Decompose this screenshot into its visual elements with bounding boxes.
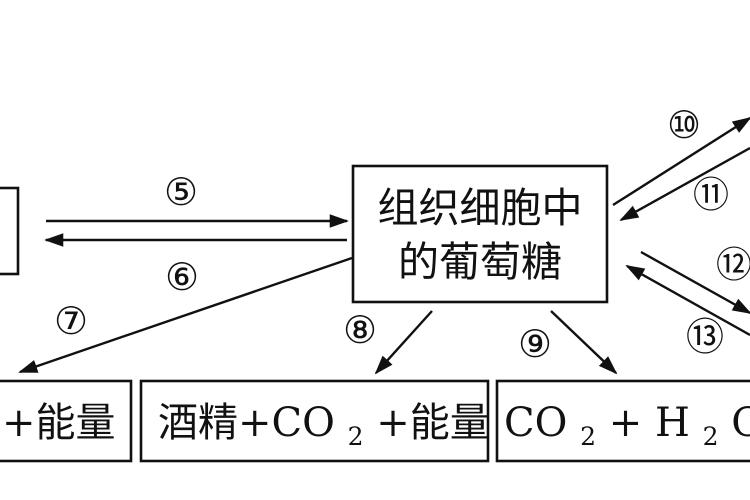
right-text-a: CO [504, 400, 567, 446]
arrow-11 [619, 146, 750, 222]
label-11: ⑪ [693, 175, 729, 216]
bottom-middle-box [139, 379, 490, 463]
arrow-7 [18, 256, 353, 374]
arrow-12 [640, 250, 750, 315]
arrow-9 [550, 310, 618, 375]
label-9: ⑨ [518, 322, 552, 366]
arrow-8 [374, 310, 433, 375]
bottom-left-text: +能量 [2, 400, 116, 446]
right-text-c: O+能 [731, 400, 750, 446]
arrow-13 [625, 264, 750, 337]
label-10: ⑩ [667, 103, 701, 147]
bottom-left-box [0, 379, 133, 463]
left-source-box [0, 186, 20, 276]
label-13: ⑬ [686, 315, 724, 359]
center-glucose-box [351, 164, 609, 304]
right-text-a-sub: 2 [580, 422, 596, 451]
label-5: ⑤ [164, 170, 198, 214]
label-12: ⑫ [716, 245, 750, 286]
right-text-b-sub: 2 [703, 422, 719, 451]
label-7: ⑦ [54, 299, 88, 343]
center-box-line2: 的葡萄糖 [398, 238, 562, 286]
right-text-b: + H [609, 400, 690, 446]
middle-text-post: +能量 [376, 400, 490, 446]
bottom-middle-text: 酒精+CO 2 +能量 [158, 400, 490, 455]
arrow-10 [612, 116, 750, 207]
center-box-line1: 组织细胞中 [378, 184, 583, 232]
middle-text-pre: 酒精+CO [158, 400, 335, 446]
label-8: ⑧ [343, 308, 377, 352]
label-6: ⑥ [165, 255, 199, 299]
bottom-right-text: CO 2 + H 2 O+能 [504, 400, 750, 455]
bottom-right-box [495, 379, 750, 463]
middle-text-sub: 2 [348, 422, 364, 451]
